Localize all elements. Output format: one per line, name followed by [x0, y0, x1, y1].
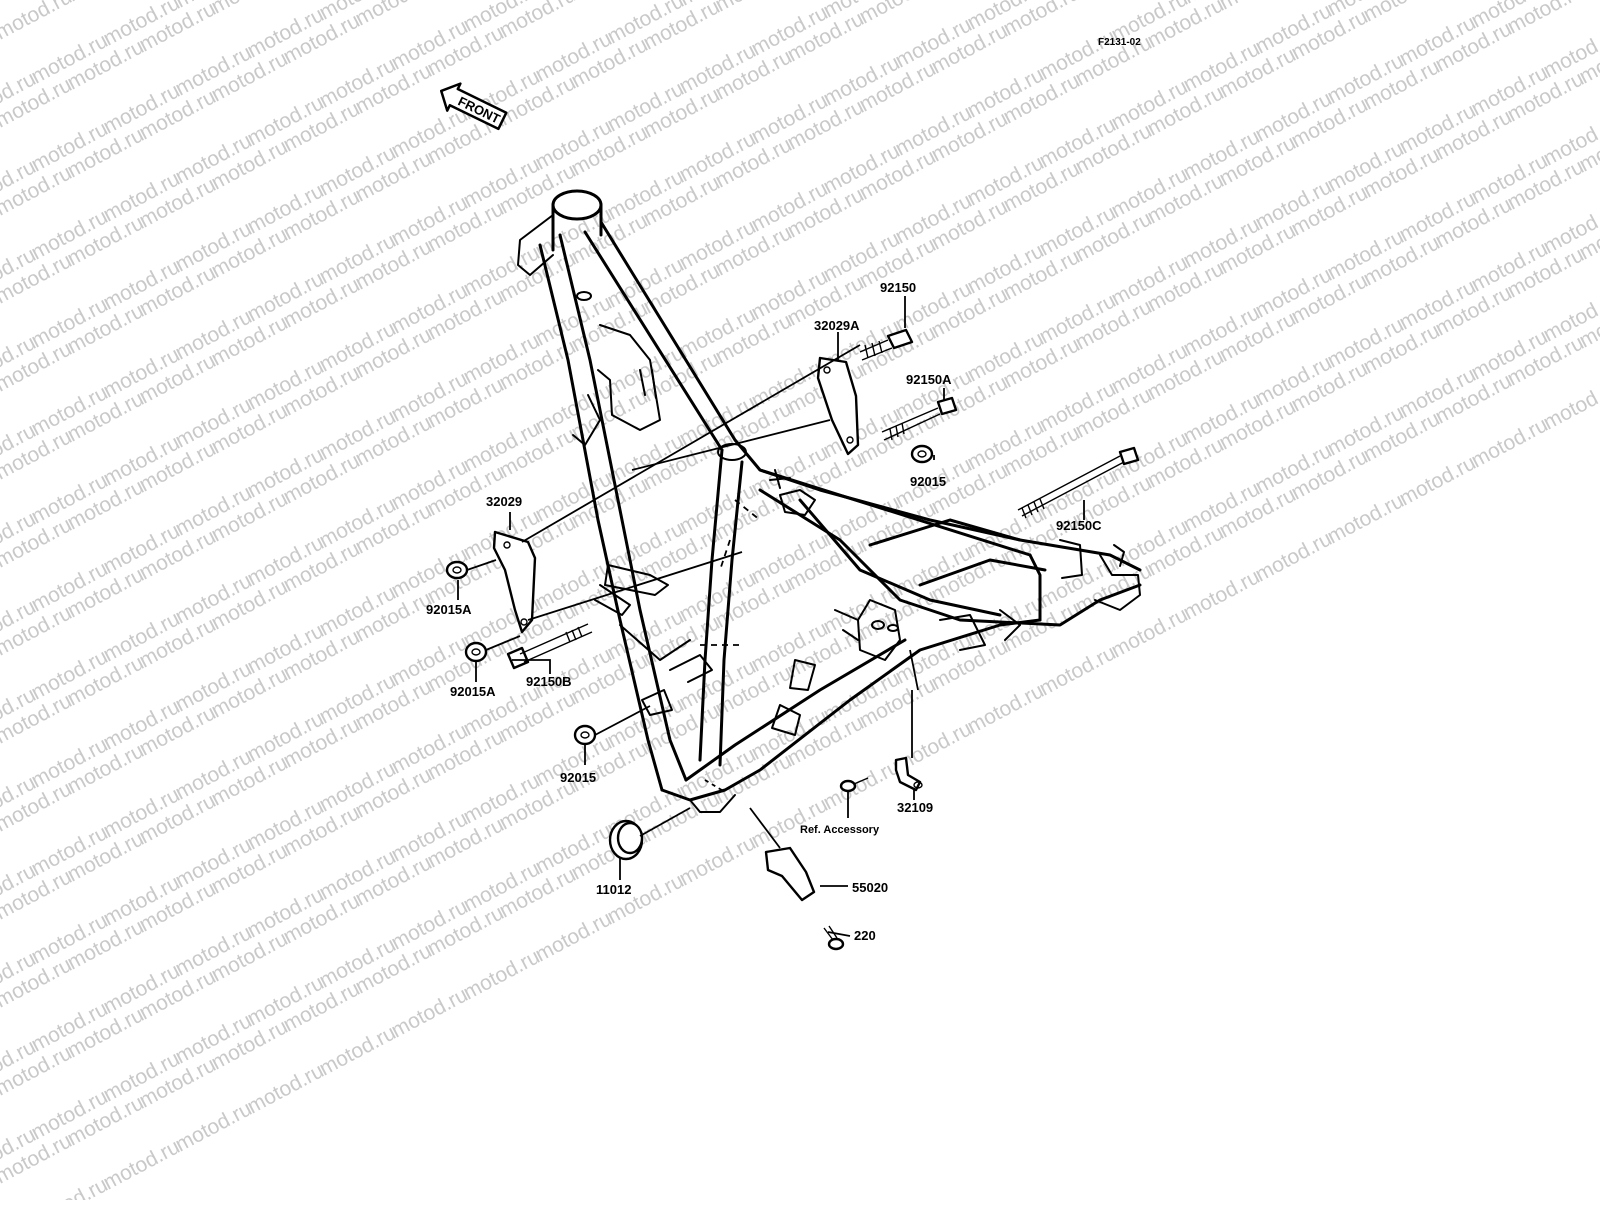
watermark-text: motod.ru	[100, 1135, 184, 1194]
watermark-text: motod.ru	[244, 1059, 328, 1118]
watermark-text: motod.ru	[604, 869, 688, 928]
watermark-text: motod.ru	[316, 1021, 400, 1080]
part-92015-nut-upper	[912, 446, 932, 462]
watermark-text: motod.ru	[1396, 451, 1480, 510]
label-55020: 55020	[852, 880, 888, 895]
watermark-text: motod.ru	[1072, 0, 1156, 2]
label-32109: 32109	[897, 800, 933, 815]
label-92015-lower: 92015	[560, 770, 596, 785]
watermark-text: motod.ru	[820, 755, 904, 814]
label-220: 220	[854, 928, 876, 943]
watermark-text: motod.ru	[1108, 603, 1192, 662]
watermark-text: motod.ru	[712, 0, 796, 16]
watermark-text: motod.ru	[1216, 0, 1300, 14]
watermark-text: motod.ru	[532, 907, 616, 966]
watermark-text: motod.ru	[1036, 641, 1120, 700]
label-92150C: 92150C	[1056, 518, 1102, 533]
label-92015A-upper: 92015A	[426, 602, 472, 617]
label-92150B: 92150B	[526, 674, 572, 689]
label-92015A-lower: 92015A	[450, 684, 496, 699]
watermark-text: motod.ru	[352, 0, 436, 30]
watermark-text: motod.ru	[172, 1097, 256, 1156]
watermark-text: motod.ru	[208, 0, 292, 18]
part-92015A-nut-upper	[447, 562, 467, 578]
part-220-screw	[824, 926, 843, 949]
watermark-text: motod.ru	[388, 983, 472, 1042]
part-92015A-nut-lower	[466, 643, 486, 661]
watermark-text: motod.ru	[1540, 375, 1600, 434]
label-92150: 92150	[880, 280, 916, 295]
watermark-text: motod.ru	[1180, 565, 1264, 624]
watermark-text: motod.ru	[568, 0, 652, 4]
watermark-text: motod.ru	[1468, 413, 1552, 472]
watermark-text: motod.ru	[0, 0, 76, 44]
label-32029A: 32029A	[814, 318, 860, 333]
label-ref-accessory: Ref. Accessory	[800, 824, 880, 836]
watermark-text: motod.ru	[64, 0, 148, 6]
watermark-text: motod.ru	[460, 945, 544, 1004]
watermark-text: motod.ru	[676, 831, 760, 890]
part-11012-cap	[610, 821, 642, 859]
part-92015-nut-lower	[575, 726, 595, 744]
watermark-text: motod.ru	[1360, 0, 1444, 26]
watermark-text: motod.ru	[1324, 489, 1408, 548]
watermark-text: motod.ru	[28, 1173, 112, 1200]
label-92150A: 92150A	[906, 372, 952, 387]
diagram-code: F2131-02	[1098, 37, 1141, 48]
part-55020-cover	[766, 848, 814, 900]
watermark-text: motod.ru	[1252, 527, 1336, 586]
watermark-text: motod.ru	[964, 679, 1048, 738]
label-11012: 11012	[596, 882, 631, 897]
label-92015-upper: 92015	[910, 474, 946, 489]
label-32029: 32029	[486, 494, 522, 509]
watermark-text: motod.ru	[856, 0, 940, 28]
steering-head	[553, 191, 601, 219]
